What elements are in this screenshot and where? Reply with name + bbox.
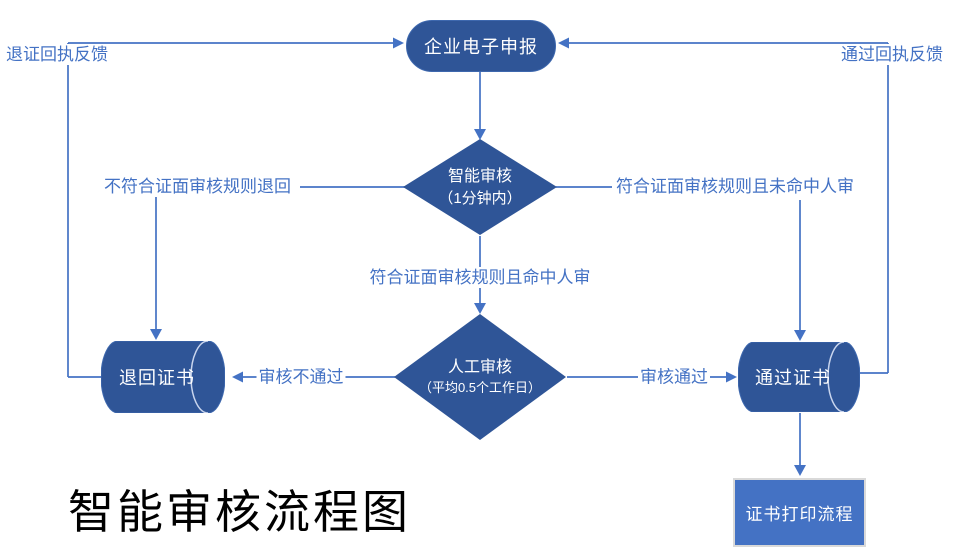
edge-label-pass-receipt: 通过回执反馈: [839, 44, 945, 66]
node-label: 证书打印流程: [745, 505, 854, 524]
edge-label-rule-pass-manual-hit: 符合证面审核规则且命中人审: [367, 267, 593, 289]
edge-label-rule-fail-return: 不符合证面审核规则退回: [102, 176, 293, 198]
node-sublabel: （1分钟内）: [438, 189, 522, 207]
edge-label-rule-pass-no-manual: 符合证面审核规则且未命中人审: [614, 176, 856, 198]
node-enterprise-declaration: 企业电子申报: [406, 20, 556, 72]
cylinder-shape-icon: [101, 341, 225, 413]
node-passed-certificate: 通过证书: [738, 342, 860, 412]
edge-label-manual-fail: 审核不通过: [256, 366, 346, 388]
edge-label-return-receipt: 退证回执反馈: [4, 44, 110, 66]
diagram-title: 智能审核流程图: [68, 485, 411, 539]
node-certificate-printing: 证书打印流程: [733, 478, 866, 547]
flow-edges: [67, 42, 889, 466]
edge-label-manual-pass: 审核通过: [638, 366, 710, 388]
arrowhead-icons: [150, 37, 806, 476]
node-sublabel: （平均0.5个工作日）: [418, 380, 542, 396]
node-returned-certificate: 退回证书: [101, 341, 225, 413]
node-label: 通过证书: [755, 368, 831, 388]
node-label: 退回证书: [119, 368, 195, 388]
cylinder-shape-icon: [738, 342, 860, 412]
node-label: 智能审核: [447, 167, 512, 185]
node-label: 人工审核: [447, 358, 512, 376]
node-label: 企业电子申报: [424, 37, 538, 57]
